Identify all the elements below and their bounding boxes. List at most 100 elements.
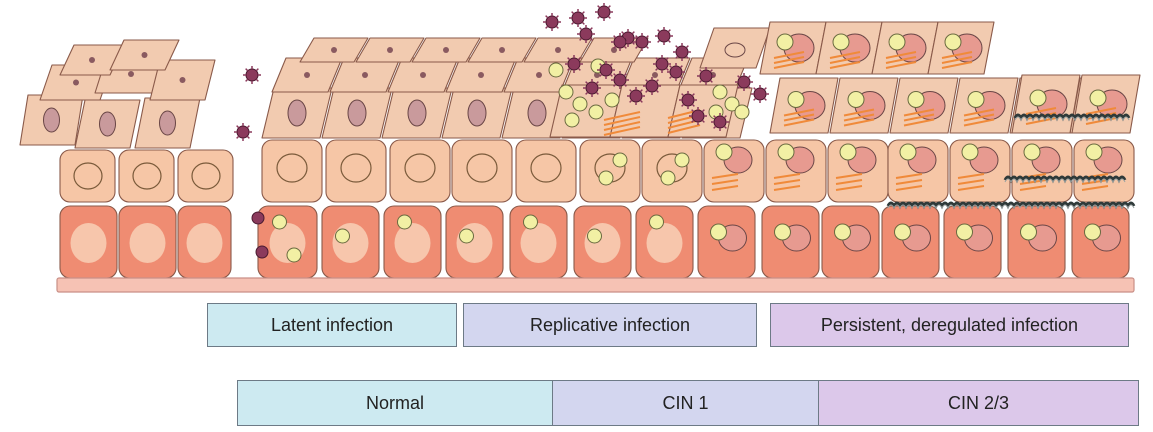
virion-spike (668, 30, 670, 32)
viral-genome (1030, 90, 1046, 106)
viral-genome (1090, 90, 1106, 106)
virion (546, 16, 558, 28)
parabasal-cell (642, 140, 702, 202)
viral-genome (833, 34, 849, 50)
virion-spike (582, 12, 584, 14)
virion-spike (658, 40, 660, 42)
viral-genome (565, 113, 579, 127)
virion (658, 30, 670, 42)
parabasal-cell (60, 150, 115, 202)
cytoplasm-highlight (521, 223, 557, 263)
viral-genome (1086, 144, 1102, 160)
cytoplasm-highlight (130, 223, 166, 263)
basal-cell-layer (60, 206, 1129, 278)
superficial-cell-layer (20, 22, 1140, 148)
virion-spike (247, 126, 249, 128)
cell-nucleus (348, 100, 366, 126)
parabasal-cell (580, 140, 640, 202)
cytoplasm-highlight (457, 223, 493, 263)
virion (676, 46, 688, 58)
virion-spike (748, 76, 750, 78)
virion-spike (556, 26, 558, 28)
viral-genome (599, 171, 613, 185)
cell-nucleus (331, 47, 337, 53)
viral-genome (273, 215, 287, 229)
virion-spike (754, 88, 756, 90)
virion-spike (246, 79, 248, 81)
parabasal-cell (390, 140, 450, 202)
virion-spike (572, 22, 574, 24)
basement-membrane (57, 278, 1134, 292)
cell-nucleus (536, 72, 542, 78)
virion-spike (608, 6, 610, 8)
viral-genome (336, 229, 350, 243)
virion-spike (668, 40, 670, 42)
viral-genome (524, 215, 538, 229)
viral-genome (589, 105, 603, 119)
viral-genome (835, 224, 851, 240)
cytoplasm-highlight (333, 223, 369, 263)
virion (738, 76, 750, 88)
virion (700, 70, 712, 82)
virion-spike (632, 32, 634, 34)
viral-genome (895, 224, 911, 240)
cell-nucleus (468, 100, 486, 126)
grade-segment-cin23: CIN 2/3 (819, 381, 1138, 425)
viral-genome (908, 92, 924, 108)
viral-genome (613, 153, 627, 167)
virion (714, 116, 726, 128)
virion (754, 88, 766, 100)
cell-nucleus (555, 47, 561, 53)
virion-spike (676, 46, 678, 48)
viral-genome (573, 97, 587, 111)
virion (598, 6, 610, 18)
integrated-dna-strand (1005, 177, 1125, 180)
cell-nucleus (528, 100, 546, 126)
infection-box-persistent: Persistent, deregulated infection (770, 303, 1129, 347)
parabasal-cell-layer (60, 140, 1134, 202)
viral-genome (559, 85, 573, 99)
viral-genome (788, 92, 804, 108)
superficial-cell (700, 28, 770, 68)
viral-genome (398, 215, 412, 229)
cell-nucleus (142, 52, 148, 58)
virion (630, 90, 642, 102)
cell-nucleus (44, 108, 60, 132)
cell-nucleus (387, 47, 393, 53)
virion-spike (256, 79, 258, 81)
virion (636, 36, 648, 48)
viral-genome (945, 34, 961, 50)
infection-box-latent: Latent infection (207, 303, 457, 347)
cytoplasm-highlight (585, 223, 621, 263)
cell-nucleus (408, 100, 426, 126)
viral-genome (1021, 224, 1037, 240)
virion (246, 69, 258, 81)
parabasal-cell (326, 140, 386, 202)
virion (646, 80, 658, 92)
virion-spike (572, 12, 574, 14)
viral-genome (968, 92, 984, 108)
grade-label-cin23: CIN 2/3 (948, 393, 1009, 414)
virion-spike (556, 16, 558, 18)
cell-nucleus (443, 47, 449, 53)
virion-spike (582, 22, 584, 24)
parabasal-cell (178, 150, 233, 202)
viral-genome (460, 229, 474, 243)
virion-spike (237, 136, 239, 138)
viral-genome (900, 144, 916, 160)
virion-spike (658, 30, 660, 32)
virion (586, 82, 598, 94)
viral-genome (889, 34, 905, 50)
grade-label-cin1: CIN 1 (662, 393, 708, 414)
viral-genome (962, 144, 978, 160)
lesion-grade-bar: Normal CIN 1 CIN 2/3 (237, 380, 1139, 426)
virion-spike (686, 46, 688, 48)
infection-label-persistent: Persistent, deregulated infection (771, 304, 1128, 346)
viral-genome (840, 144, 856, 160)
viral-genome (287, 248, 301, 262)
viral-genome (650, 215, 664, 229)
infection-label-replicative: Replicative infection (464, 304, 756, 346)
virion-spike (764, 98, 766, 100)
cytoplasm-highlight (187, 223, 223, 263)
viral-genome (661, 171, 675, 185)
